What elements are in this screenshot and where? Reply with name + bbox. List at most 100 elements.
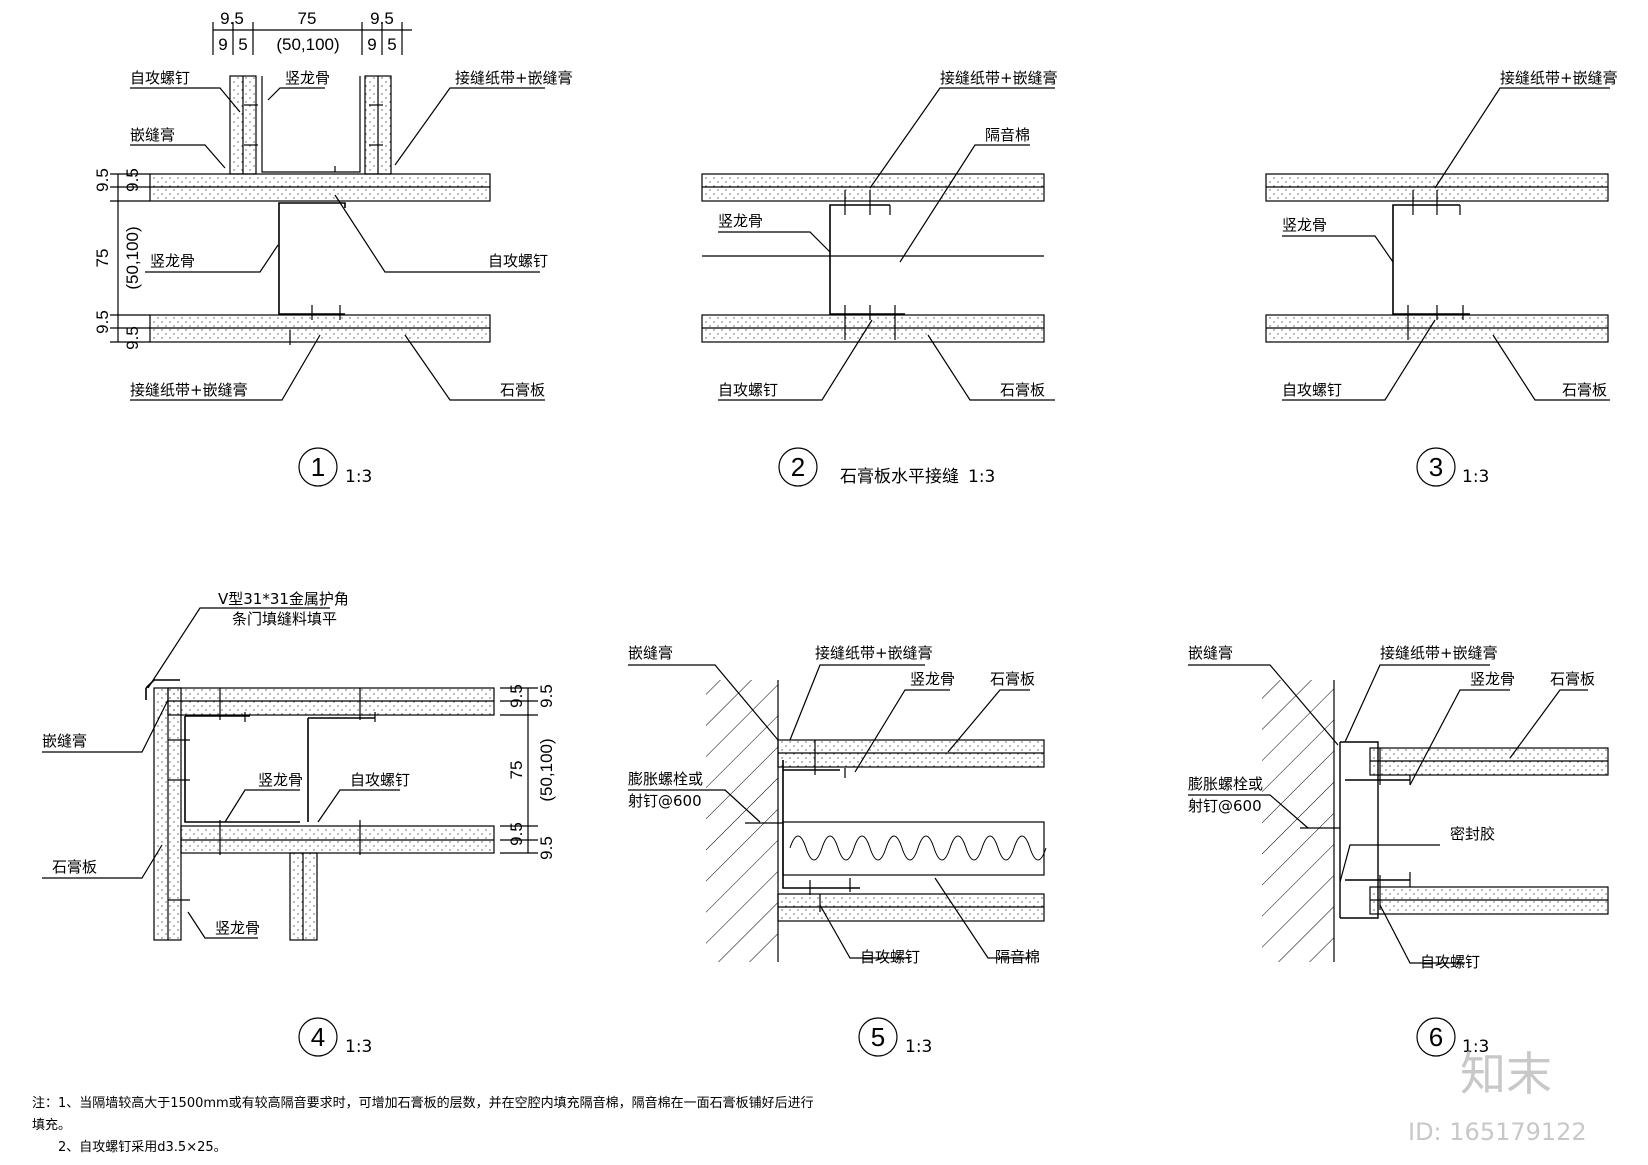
detail-5-leader-joint (789, 664, 925, 741)
detail-3 (1265, 87, 1610, 487)
detail-5-text: 嵌缝膏 接缝纸带+嵌缝膏 竖龙骨 石膏板 膨胀螺栓或 射钉@600 自攻螺钉 隔… (628, 644, 1040, 1057)
detail-1-label-joint-bot: 接缝纸带+嵌缝膏 (130, 381, 248, 399)
detail-1-number-circle (298, 447, 338, 487)
detail-5-label-caulk: 嵌缝膏 (628, 644, 673, 662)
detail-6-leader-board (1509, 689, 1588, 759)
detail-5-scale: 1:3 (905, 1037, 932, 1057)
detail-4-side-95c: 9.5 (507, 822, 526, 846)
detail-4-label-corner-1: V型31*31金属护角 (218, 590, 349, 608)
detail-4-leader-screw (317, 789, 400, 823)
detail-1-leader-screw-tl (130, 87, 241, 113)
detail-1-side-75: 75 (93, 249, 112, 268)
detail-4-label-board: 石膏板 (52, 858, 97, 876)
detail-4-screws (168, 688, 376, 901)
detail-5-screws (745, 740, 851, 912)
detail-6-scale: 1:3 (1462, 1037, 1489, 1057)
detail-4-label-stud-b: 竖龙骨 (215, 919, 260, 937)
detail-4-side-dimension (500, 687, 538, 854)
detail-1-leader-board (404, 334, 545, 401)
detail-1-dim-bot-c: 9 (367, 35, 376, 54)
detail-4-leader-board (42, 844, 163, 879)
detail-1-dim-top-c: 9.5 (370, 9, 394, 28)
detail-5-concrete-wall (706, 680, 778, 962)
detail-6-inner-stud (1345, 779, 1410, 881)
detail-4-label-corner-2: 条门填缝料填平 (232, 610, 337, 628)
detail-1-leader-screw-mid (334, 194, 540, 273)
detail-1-dim-top-a: 9.5 (220, 9, 244, 28)
detail-4-scale: 1:3 (345, 1037, 372, 1057)
detail-4-label-screw: 自攻螺钉 (350, 771, 410, 789)
detail-1-leader-stud-top (267, 87, 325, 101)
detail-6 (1188, 664, 1609, 1057)
detail-2-leader-insul (899, 144, 1030, 263)
detail-1-label-screw-tl: 自攻螺钉 (130, 69, 190, 87)
detail-5-leader-caulk (628, 664, 779, 741)
detail-5-leader-insul (934, 877, 1030, 959)
detail-3-scale: 1:3 (1462, 467, 1489, 487)
detail-1-leader-joint-bot (130, 334, 321, 401)
detail-2-leader-board (927, 334, 1055, 401)
detail-5-label-bolt-2: 射钉@600 (628, 792, 702, 810)
detail-6-label-stud: 竖龙骨 (1470, 670, 1515, 688)
detail-1-leader-caulk (130, 144, 226, 169)
note-line-2: 填充。 (32, 1118, 72, 1133)
note-line-3: 2、自攻螺钉采用d3.5×25。 (58, 1140, 227, 1155)
detail-4-leader-stud-b (187, 911, 258, 939)
detail-1-text: 9.5 75 9.5 9 5 (50,100) 9 5 9.5 9.5 75 (… (93, 9, 573, 487)
detail-2 (701, 87, 1055, 487)
detail-1-dim-bot-b: 5 (238, 35, 247, 54)
detail-4-text: V型31*31金属护角 条门填缝料填平 嵌缝膏 竖龙骨 自攻螺钉 石膏板 竖龙骨… (42, 590, 556, 1057)
detail-1-number: 1 (311, 452, 325, 482)
detail-6-label-bolt-2: 射钉@600 (1188, 797, 1262, 815)
detail-6-end-stud (1339, 741, 1379, 919)
detail-5-leader-bolt (628, 789, 761, 823)
detail-3-number-circle (1416, 447, 1456, 487)
detail-2-leader-screw (718, 319, 873, 401)
detail-1-label-screw-mid: 自攻螺钉 (488, 252, 548, 270)
detail-4-leader-corner (147, 607, 330, 689)
detail-3-leader-joint (1434, 87, 1610, 189)
detail-6-leader-joint (1344, 664, 1490, 743)
watermark-brand: 知末 (1460, 1047, 1552, 1101)
detail-1-side-95c: 9.5 (93, 310, 112, 334)
detail-4-side-95d: 9.5 (537, 836, 556, 860)
detail-3-text: 接缝纸带+嵌缝膏 竖龙骨 自攻螺钉 石膏板 3 1:3 (1282, 69, 1618, 487)
detail-6-label-seal: 密封胶 (1450, 825, 1495, 843)
detail-6-leader-stud (1409, 689, 1510, 786)
detail-1-label-stud-top: 竖龙骨 (285, 69, 330, 87)
detail-5-label-screw: 自攻螺钉 (860, 948, 920, 966)
detail-5-label-joint: 接缝纸带+嵌缝膏 (815, 644, 933, 662)
detail-1-screws (244, 104, 383, 345)
detail-3-stud (1392, 204, 1470, 315)
detail-1-dim-paren: (50,100) (276, 35, 339, 54)
detail-4-corner-bead (145, 679, 180, 700)
detail-5-label-board: 石膏板 (990, 670, 1035, 688)
detail-4-leader-stud-a (224, 789, 300, 823)
detail-5-leader-screw (819, 904, 910, 959)
detail-6-leader-seal (1339, 844, 1440, 883)
detail-6-label-board: 石膏板 (1550, 670, 1595, 688)
detail-1-dim-top-b: 75 (298, 9, 317, 28)
detail-5-insulation-waves (789, 835, 1047, 861)
detail-6-text: 嵌缝膏 接缝纸带+嵌缝膏 竖龙骨 石膏板 膨胀螺栓或 射钉@600 密封胶 自攻… (1188, 644, 1595, 1057)
detail-1-scale: 1:3 (345, 467, 372, 487)
detail-3-label-screw: 自攻螺钉 (1282, 381, 1342, 399)
detail-3-number: 3 (1429, 452, 1443, 482)
detail-2-number: 2 (791, 452, 805, 482)
detail-2-text: 接缝纸带+嵌缝膏 隔音棉 竖龙骨 自攻螺钉 石膏板 2 石膏板水平接缝 1:3 (718, 69, 1058, 487)
detail-2-scale: 1:3 (968, 467, 995, 487)
detail-6-number: 6 (1429, 1022, 1443, 1052)
detail-2-number-circle (778, 447, 818, 487)
detail-2-label-stud: 竖龙骨 (718, 212, 763, 230)
detail-1-label-joint-top: 接缝纸带+嵌缝膏 (455, 69, 573, 87)
detail-1-top-dimension (212, 22, 412, 55)
detail-2-leader-stud (718, 231, 831, 253)
detail-3-screws (1407, 190, 1464, 340)
detail-6-label-bolt-1: 膨胀螺栓或 (1188, 775, 1263, 793)
detail-1-side-dimension (110, 173, 150, 343)
watermark-id: ID: 165179122 (1408, 1118, 1587, 1146)
detail-1-label-caulk: 嵌缝膏 (130, 126, 175, 144)
detail-5-number-circle (858, 1017, 898, 1057)
detail-4-side-75: 75 (507, 761, 526, 780)
